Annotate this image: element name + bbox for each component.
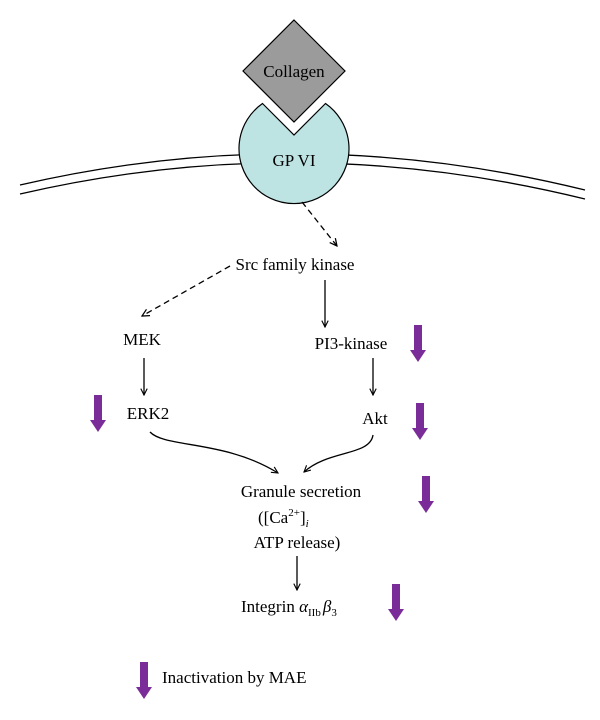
inhibition-arrow-akt-icon: [412, 403, 428, 440]
inhibition-arrow-pi3k-icon: [410, 325, 426, 362]
collagen-diamond: [242, 19, 346, 123]
inhibition-arrow-secretion-icon: [418, 476, 434, 513]
gpvi-label: GP VI: [273, 151, 316, 170]
gpvi-receptor-shape: [238, 102, 350, 205]
arrow-akt-to-secretion: [304, 434, 374, 472]
inhibition-arrow-integrin-icon: [388, 584, 404, 621]
inhibition-arrow-erk2-icon: [90, 395, 106, 432]
legend-inhibition-arrow-icon: [136, 662, 152, 699]
erk2-label: ERK2: [127, 404, 170, 423]
arrow-erk2-to-secretion: [149, 431, 278, 473]
pi3-kinase-label: PI3-kinase: [315, 334, 388, 353]
src-family-kinase-label: Src family kinase: [236, 255, 355, 274]
granule-secretion-label: Granule secretion: [241, 482, 362, 501]
atp-release-label: ATP release): [254, 533, 341, 552]
collagen-label: Collagen: [263, 62, 325, 81]
arrow-gpvi-to-src: [301, 201, 337, 246]
calcium-label: ([Ca2+]i: [258, 507, 309, 530]
arrow-src-to-mek: [142, 265, 231, 316]
legend-label: Inactivation by MAE: [162, 668, 306, 687]
akt-label: Akt: [362, 409, 388, 428]
mek-label: MEK: [123, 330, 162, 349]
